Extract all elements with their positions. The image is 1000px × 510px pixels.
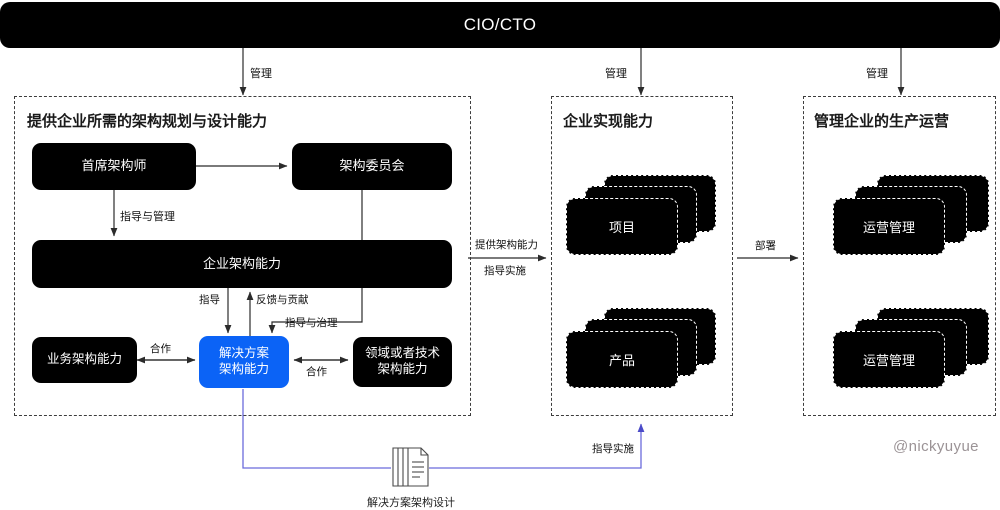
edge-label-manage-right: 管理: [866, 68, 888, 80]
edge-label-guide-manage: 指导与管理: [120, 211, 175, 223]
node-business-architecture-label: 业务架构能力: [46, 352, 122, 367]
stack-card-front[interactable]: 运营管理: [833, 331, 945, 388]
watermark: @nickyuyue: [893, 438, 979, 455]
panel-title-architecture-planning: 提供企业所需的架构规划与设计能力: [27, 113, 268, 130]
node-solution-architecture[interactable]: 解决方案 架构能力: [199, 336, 289, 388]
stack-card-front[interactable]: 运营管理: [833, 198, 945, 255]
edge-label-cooperate-left: 合作: [150, 343, 171, 355]
panel-production-operations: [803, 96, 996, 416]
artifact-solution-architecture-design[interactable]: 解决方案架构设计: [361, 444, 461, 510]
edge-label-feedback-contribute: 反馈与贡献: [256, 294, 309, 306]
stack-operations-bottom[interactable]: 运营管理: [833, 308, 993, 390]
edge-label-deploy: 部署: [755, 240, 776, 252]
node-enterprise-architecture[interactable]: 企业架构能力: [32, 240, 452, 288]
stack-projects[interactable]: 项目: [566, 175, 721, 257]
panel-architecture-planning: [14, 96, 471, 416]
cio-cto-banner: CIO/CTO: [0, 2, 1000, 48]
stack-card-front[interactable]: 产品: [566, 331, 678, 388]
panel-enterprise-delivery: [551, 96, 733, 416]
documents-stack-icon: [392, 447, 429, 487]
edge-label-guide-govern: 指导与治理: [285, 317, 338, 329]
node-architecture-committee-label: 架构委员会: [339, 158, 405, 174]
node-domain-architecture[interactable]: 领域或者技术 架构能力: [353, 337, 452, 387]
edge-label-provide-capability: 提供架构能力: [475, 239, 538, 251]
node-business-architecture[interactable]: 业务架构能力: [32, 337, 137, 383]
node-solution-architecture-label-line1: 解决方案: [218, 346, 269, 361]
stack-products[interactable]: 产品: [566, 308, 721, 390]
node-chief-architect[interactable]: 首席架构师: [32, 143, 196, 190]
edge-label-guide-implementation: 指导实施: [484, 265, 526, 277]
stack-operations-top-label: 运营管理: [862, 220, 915, 235]
panel-title-production-operations: 管理企业的生产运营: [814, 113, 950, 130]
node-domain-architecture-label-line2: 架构能力: [377, 362, 428, 376]
edge-label-manage-middle: 管理: [605, 68, 627, 80]
edge-label-guide: 指导: [199, 294, 220, 306]
stack-products-label: 产品: [608, 353, 635, 368]
stack-operations-top[interactable]: 运营管理: [833, 175, 993, 257]
stack-card-front[interactable]: 项目: [566, 198, 678, 255]
node-architecture-committee[interactable]: 架构委员会: [292, 143, 452, 190]
panel-title-enterprise-delivery: 企业实现能力: [563, 113, 654, 130]
edge-label-guide-implementation-bottom: 指导实施: [592, 443, 634, 455]
cio-cto-label: CIO/CTO: [463, 15, 537, 34]
edge-label-cooperate-right: 合作: [306, 366, 327, 378]
node-chief-architect-label: 首席架构师: [81, 158, 147, 174]
node-solution-architecture-label-line2: 架构能力: [218, 362, 269, 376]
edge-label-manage-left: 管理: [250, 68, 272, 80]
stack-projects-label: 项目: [608, 220, 635, 235]
node-enterprise-architecture-label: 企业架构能力: [202, 255, 281, 271]
node-domain-architecture-label-line1: 领域或者技术: [364, 346, 440, 361]
artifact-caption: 解决方案架构设计: [367, 497, 455, 509]
stack-operations-bottom-label: 运营管理: [862, 353, 915, 368]
